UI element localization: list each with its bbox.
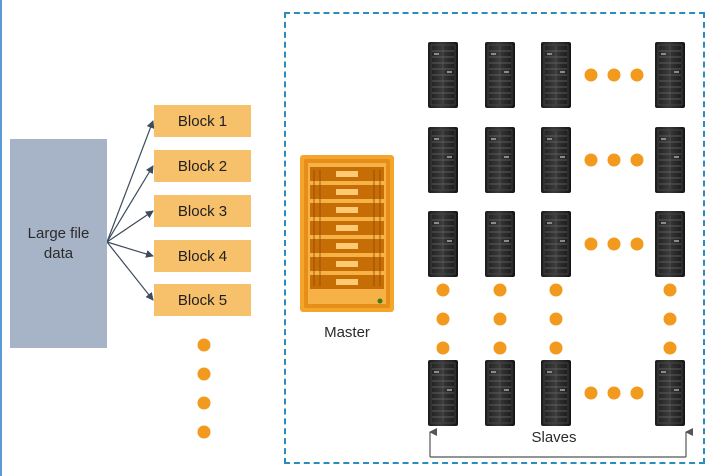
master-label: Master <box>324 324 370 341</box>
slave-row-dots <box>584 68 644 400</box>
block-5: Block 5 <box>154 284 251 316</box>
block-4: Block 4 <box>154 240 251 272</box>
large-file-data-box: Large file data <box>10 139 107 348</box>
arrow-to-block-3 <box>106 210 154 243</box>
slaves-bracket <box>429 428 693 458</box>
large-file-label-line1: Large file <box>27 224 90 242</box>
large-file-label-line2: data <box>43 244 74 262</box>
block-1: Block 1 <box>154 105 251 137</box>
arrow-to-block-4 <box>106 241 154 258</box>
slaves-label: Slaves <box>531 429 577 446</box>
slave-column-dots <box>436 283 677 355</box>
block-continuation-dots <box>197 338 211 439</box>
block-2: Block 2 <box>154 150 251 182</box>
master-server-icon <box>300 155 394 312</box>
block-3: Block 3 <box>154 195 251 227</box>
arrow-to-block-5 <box>106 241 154 301</box>
arrow-to-block-1 <box>106 120 155 243</box>
arrow-to-block-2 <box>106 165 154 243</box>
split-arrows <box>106 120 155 301</box>
left-edge-rule <box>0 0 2 476</box>
cluster-frame <box>284 12 705 464</box>
